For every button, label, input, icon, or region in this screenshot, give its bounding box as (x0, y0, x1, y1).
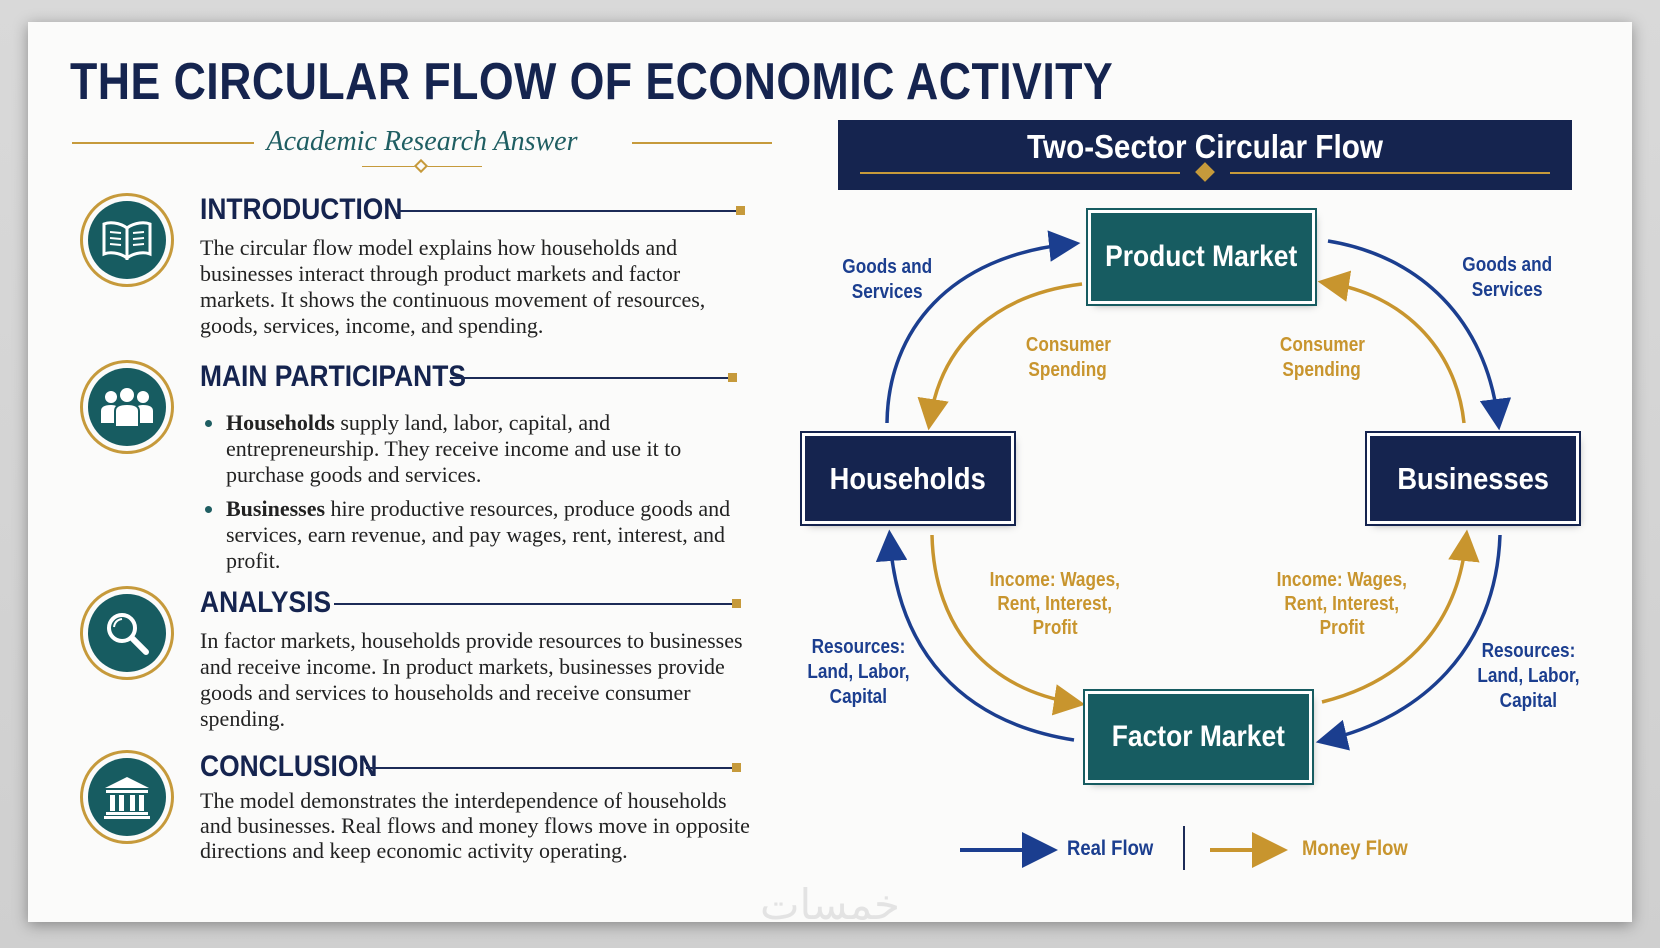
conclusion-heading: CONCLUSION (200, 750, 378, 783)
label-income-right: Income: Wages, Rent, Interest, Profit (1262, 568, 1422, 640)
subtitle-row: Academic Research Answer (72, 122, 772, 174)
real-flow-arrow-resources-right (1315, 534, 1502, 751)
participants-header: MAIN PARTICIPANTS (200, 360, 770, 396)
label-line: Goods and (842, 256, 932, 278)
label-line: Rent, Interest, (997, 593, 1113, 615)
label-goods-services-left: Goods and Services (822, 255, 952, 305)
label-line: Capital (1499, 690, 1557, 712)
label-income-left: Income: Wages, Rent, Interest, Profit (975, 568, 1135, 640)
bullet-term: Businesses (226, 496, 326, 521)
money-flow-arrow-income-right (1321, 529, 1480, 704)
node-label: Households (829, 460, 987, 496)
conclusion-text: The model demonstrates the interdependen… (200, 788, 750, 863)
node-label: Factor Market (1111, 720, 1286, 753)
institution-building-icon (104, 777, 150, 819)
legend-label: Real Flow (1067, 837, 1154, 860)
real-flow-arrow-resources-left (875, 529, 1075, 742)
node-product-market: Product Market (1091, 213, 1312, 301)
open-book-icon (102, 221, 152, 260)
banner-rule-left (860, 172, 1180, 174)
label-line: Resources: (811, 636, 905, 658)
label-line: Land, Labor, (806, 661, 910, 683)
participants-icon-badge (80, 360, 174, 454)
label-line: Income: Wages, (1276, 569, 1408, 591)
heading-rule (398, 210, 738, 212)
label-line: Consumer (1279, 334, 1365, 356)
heading-rule (450, 377, 730, 379)
section-conclusion: CONCLUSION The model demonstrates the in… (80, 750, 770, 900)
node-businesses: Businesses (1370, 436, 1576, 521)
conclusion-header: CONCLUSION (200, 750, 770, 786)
heading-square (732, 599, 741, 608)
people-group-icon (101, 388, 153, 428)
label-line: Income: Wages, (989, 569, 1121, 591)
list-item: Businesses hire productive resources, pr… (200, 496, 760, 574)
section-introduction: INTRODUCTION The circular flow model exp… (80, 193, 770, 343)
label-line: Spending (1028, 359, 1108, 381)
subtitle-rule-right (632, 142, 772, 144)
label-line: Profit (1032, 617, 1078, 639)
participants-heading: MAIN PARTICIPANTS (200, 360, 466, 393)
legend-real-flow: Real Flow (1067, 837, 1165, 861)
label-line: Profit (1319, 617, 1365, 639)
introduction-text: The circular flow model explains how hou… (200, 235, 706, 338)
label-line: Capital (829, 686, 887, 708)
label-line: Services (1471, 279, 1543, 301)
label-line: Land, Labor, (1476, 665, 1580, 687)
legend-label: Money Flow (1302, 837, 1408, 860)
label-goods-services-right: Goods and Services (1442, 253, 1572, 303)
label-line: Services (851, 281, 923, 303)
money-flow-arrow-spending-right (1317, 270, 1466, 424)
label-line: Spending (1282, 359, 1362, 381)
heading-rule (334, 603, 734, 605)
analysis-header: ANALYSIS (200, 586, 770, 622)
label-line: Consumer (1025, 334, 1111, 356)
subtitle-rule-left (72, 142, 254, 144)
label-resources-right: Resources: Land, Labor, Capital (1458, 639, 1598, 714)
node-households: Households (805, 436, 1011, 521)
node-label: Product Market (1105, 240, 1298, 273)
analysis-icon-badge (80, 586, 174, 680)
watermark: خمسات (759, 880, 901, 929)
page-title: THE CIRCULAR FLOW OF ECONOMIC ACTIVITY (70, 53, 1114, 111)
label-consumer-spending-right: Consumer Spending (1257, 333, 1387, 383)
label-line: Rent, Interest, (1284, 593, 1400, 615)
legend-money-flow: Money Flow (1302, 837, 1422, 861)
subtitle: Academic Research Answer (266, 126, 578, 157)
bullet-term: Households (226, 410, 335, 435)
introduction-icon-badge (80, 193, 174, 287)
label-line: Goods and (1462, 254, 1552, 276)
heading-rule (366, 767, 734, 769)
introduction-heading: INTRODUCTION (200, 193, 403, 226)
section-participants: MAIN PARTICIPANTS Households supply land… (80, 360, 770, 573)
real-flow-arrow-goods-right (1327, 239, 1512, 431)
bullet-text: hire productive resources, produce goods… (226, 496, 731, 573)
analysis-text: In factor markets, households provide re… (200, 628, 743, 731)
heading-square (732, 763, 741, 772)
banner-rule-right (1230, 172, 1550, 174)
real-flow-arrow-goods-left (885, 230, 1081, 424)
diagram-title: Two-Sector Circular Flow (1027, 128, 1383, 165)
analysis-heading: ANALYSIS (200, 586, 332, 619)
node-factor-market: Factor Market (1088, 694, 1309, 780)
money-flow-arrow-income-left (930, 534, 1086, 716)
node-label: Businesses (1397, 460, 1549, 496)
label-resources-left: Resources: Land, Labor, Capital (788, 635, 928, 710)
heading-square (728, 373, 737, 382)
diagram-banner: Two-Sector Circular Flow (838, 120, 1572, 190)
participants-list: Households supply land, labor, capital, … (200, 410, 760, 582)
heading-square (736, 206, 745, 215)
money-flow-arrow-spending-left (917, 282, 1083, 431)
label-line: Resources: (1481, 640, 1575, 662)
section-analysis: ANALYSIS In factor markets, households p… (80, 586, 770, 736)
label-consumer-spending-left: Consumer Spending (1003, 333, 1133, 383)
magnifier-icon (107, 613, 149, 655)
list-item: Households supply land, labor, capital, … (200, 410, 760, 488)
bullet-text: supply land, labor, capital, and entrepr… (226, 410, 682, 487)
conclusion-icon-badge (80, 750, 174, 844)
introduction-header: INTRODUCTION (200, 193, 770, 229)
